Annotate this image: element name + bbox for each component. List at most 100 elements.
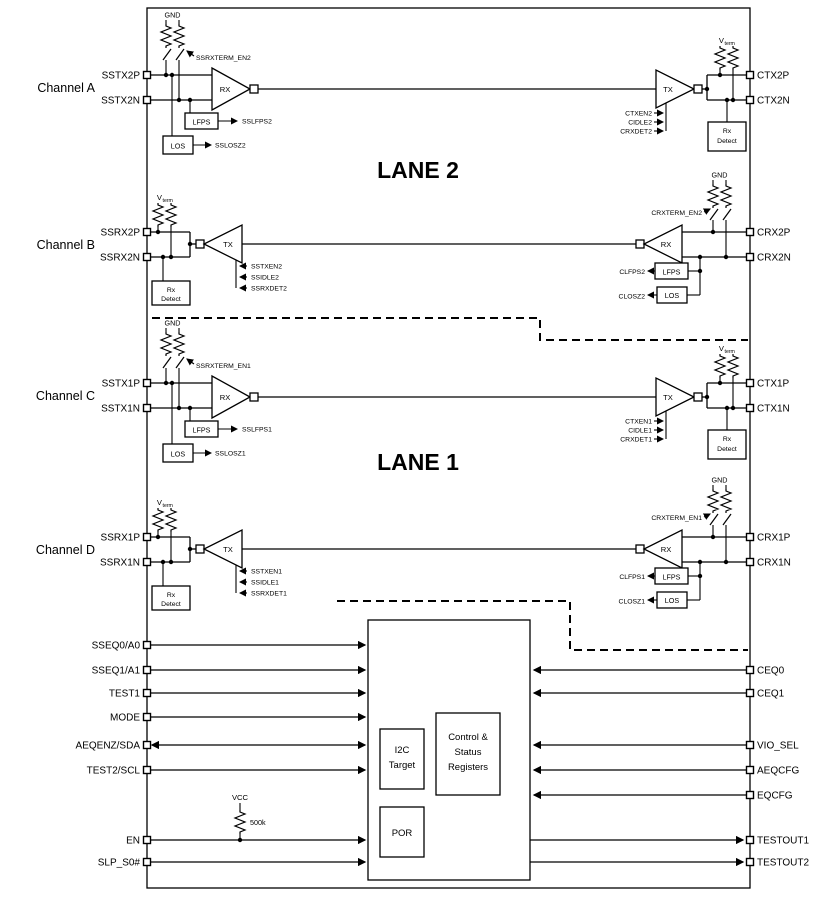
vterm-sub-label: term (163, 503, 173, 509)
vterm-label: V (719, 344, 725, 353)
junction-dot (176, 97, 182, 103)
junction-dot (710, 534, 716, 540)
tx-amp-label: TX (223, 240, 233, 249)
csr-label: Control & (448, 732, 488, 743)
ctl-label: SSTXEN2 (251, 264, 282, 271)
pin-label: CEQ0 (757, 666, 785, 677)
pin-label: SSRX1N (100, 558, 140, 569)
junction-dot (724, 405, 730, 411)
vcc-label: VCC (232, 793, 249, 802)
pin-square (142, 532, 152, 542)
pin-square (745, 665, 755, 675)
los-label: LOS (171, 142, 186, 151)
ctl-label: CRXDET1 (620, 437, 652, 444)
ctl-label: CRXDET2 (620, 129, 652, 136)
pin-label: SSEQ0/A0 (92, 641, 141, 652)
lfps-label: LFPS (193, 118, 211, 127)
channel-d: TX RX V term GND CRXTERM_EN1 SSTXEN1 SSI… (147, 476, 747, 611)
ctl-label: CTXEN2 (625, 111, 652, 118)
csr-box (435, 712, 501, 796)
lfps-label: LFPS (193, 426, 211, 435)
tx-amp-label: TX (663, 85, 673, 94)
junction-dot (704, 394, 710, 400)
rx-detect-box (151, 585, 191, 611)
pin-label: CRX1N (757, 558, 791, 569)
los-out-label: CLOSZ2 (619, 294, 646, 301)
pin-label: TEST1 (109, 689, 141, 700)
junction-dot (723, 559, 729, 565)
pin-square (142, 857, 152, 867)
lfps-out-label: SSLFPS2 (242, 119, 272, 126)
junction-dot (155, 534, 161, 540)
junction-dot (697, 268, 703, 274)
pin-square (142, 403, 152, 413)
rx-detect-label: Rx (723, 436, 732, 443)
pin-square (142, 835, 152, 845)
pin-label: AEQENZ/SDA (76, 741, 141, 752)
pin-label: SSTX1N (101, 404, 140, 415)
vterm-sub-label: term (725, 41, 735, 47)
junction-dot (697, 573, 703, 579)
pin-label: SSRX2N (100, 253, 140, 264)
ctl-label: SSRXDET2 (251, 286, 287, 293)
pin-square (745, 857, 755, 867)
rx-amp-triangle (211, 374, 252, 420)
gnd-label: GND (712, 476, 728, 485)
pin-label: SSRX2P (101, 228, 141, 239)
los-label: LOS (171, 450, 186, 459)
pin-label: CRX2P (757, 228, 791, 239)
pin-label: CTX2N (757, 96, 790, 107)
los-out-label: SSLOSZ2 (215, 143, 246, 150)
rx-detect-label: Rx (723, 128, 732, 135)
pin-label: CRX1P (757, 533, 791, 544)
pin-square (142, 740, 152, 750)
pin-label: TESTOUT1 (757, 836, 809, 847)
pin-square (745, 378, 755, 388)
csr-label: Registers (448, 762, 488, 773)
pin-label: SSRX1P (101, 533, 141, 544)
rx-detect-box (707, 429, 747, 460)
gnd-label: GND (165, 11, 181, 20)
junction-dot (724, 97, 730, 103)
rx-detect-label: Rx (167, 287, 176, 294)
tx-amp-label: TX (663, 393, 673, 402)
pin-square (745, 227, 755, 237)
term-en-label: SSRXTERM_EN1 (196, 363, 251, 370)
rx-amp-label: RX (661, 545, 672, 554)
rx-detect-label: Detect (717, 138, 737, 145)
pin-square (142, 640, 152, 650)
channel-d-label: Channel D (36, 543, 95, 557)
rx-amp-triangle (642, 528, 683, 570)
rx-amp-label: RX (661, 240, 672, 249)
junction-dot (717, 72, 723, 78)
vterm-label: V (719, 36, 725, 45)
pin-square (745, 765, 755, 775)
tx-amp-triangle (655, 68, 696, 110)
pin-square (745, 403, 755, 413)
pin-label: CTX2P (757, 71, 790, 82)
vterm-label: V (157, 498, 163, 507)
pin-label: EN (126, 836, 140, 847)
pin-square (142, 378, 152, 388)
rx-detect-label: Detect (717, 446, 737, 453)
vterm-sub-label: term (163, 198, 173, 204)
pin-square (745, 790, 755, 800)
pin-square (745, 252, 755, 262)
lfps-label: LFPS (663, 573, 681, 582)
lane-boundary-dashed-2 (337, 600, 748, 651)
pin-label: TEST2/SCL (87, 766, 141, 777)
pin-square (745, 70, 755, 80)
los-label: LOS (665, 291, 680, 300)
pin-label: MODE (110, 713, 140, 724)
pin-square (745, 95, 755, 105)
vterm-sub-label: term (725, 349, 735, 355)
junction-dot (717, 380, 723, 386)
junction-dot (187, 405, 193, 411)
pins-and-labels: Channel A Channel B Channel C Channel D (36, 71, 810, 869)
ctl-label: CTXEN1 (625, 419, 652, 426)
rx-amp-triangle (642, 223, 683, 265)
junction-dot (163, 72, 169, 78)
pin-label: CRX2N (757, 253, 791, 264)
